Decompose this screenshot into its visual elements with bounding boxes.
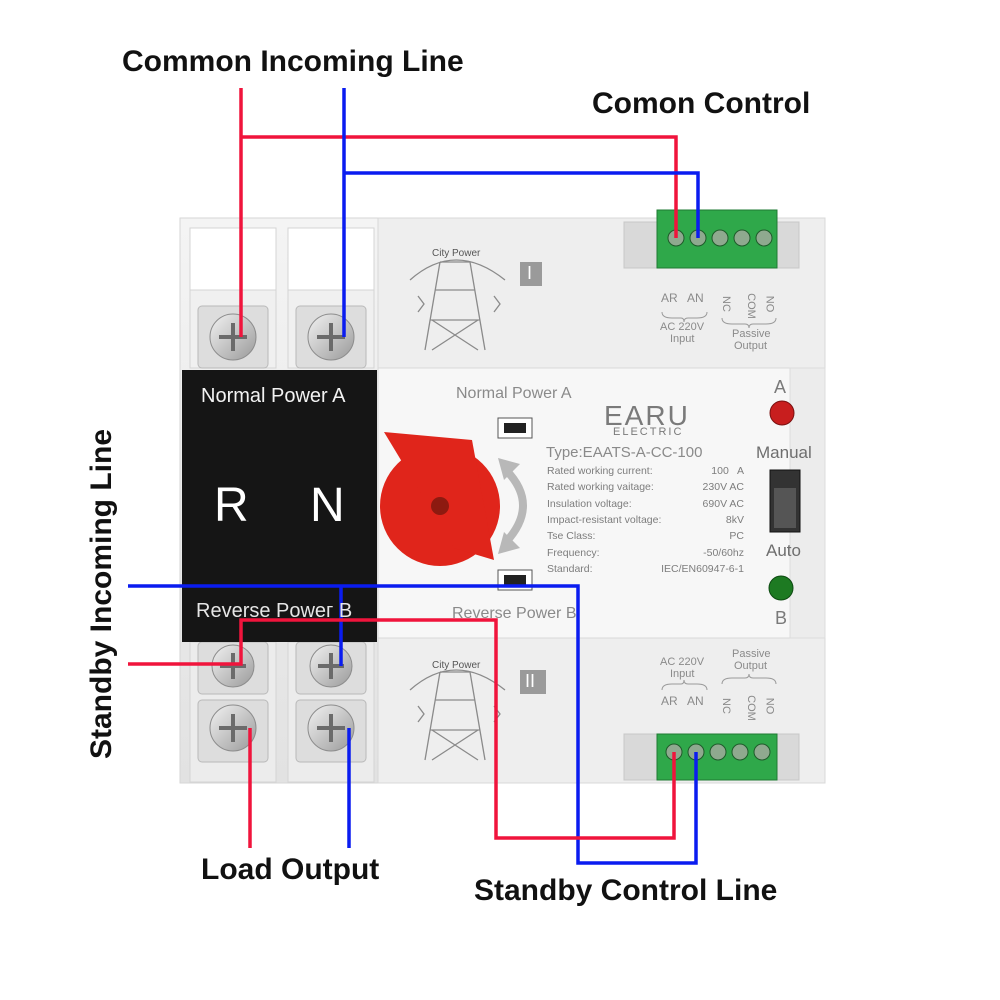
- bottom-input-voltage-label: AC 220V: [660, 656, 705, 668]
- screw-bottom-r-lower: [197, 699, 269, 763]
- spec-value: 100 A: [711, 465, 744, 477]
- switch-window-bottom-inner: [504, 575, 526, 585]
- screw-top-n: [295, 305, 367, 369]
- common-incoming-live-wire: [239, 88, 678, 337]
- load-output-label: Load Output: [201, 853, 380, 886]
- brand-subtitle: ELECTRIC: [613, 426, 684, 438]
- standby-incoming-neutral-wire: [128, 584, 698, 865]
- bottom-terminal-ar-label: AR: [661, 694, 678, 708]
- spec-label: Tse Class:: [547, 530, 596, 543]
- bottom-terminal-nc-label: NC: [719, 698, 732, 714]
- bottom-terminal-an-label: AN: [687, 694, 704, 708]
- screw-top-r: [197, 305, 269, 369]
- panel-normal-power-label: Normal Power A: [201, 385, 346, 407]
- phase-n-label: N: [310, 479, 345, 532]
- bottom-output-label: Output: [734, 660, 768, 672]
- top-terminal-an-label: AN: [687, 291, 704, 305]
- manual-mode-label: Manual: [756, 443, 812, 462]
- rotation-arrow-icon: [498, 458, 527, 554]
- spec-value: IEC/EN60947-6-1: [661, 562, 744, 575]
- top-output-label: Output: [734, 340, 768, 352]
- roman-numeral-box-top: [520, 262, 542, 286]
- switch-window-top-inner: [504, 423, 526, 433]
- spec-label: Frequency:: [547, 546, 600, 559]
- reverse-power-b-label: Reverse Power B: [452, 605, 577, 622]
- standby-incoming-line-label: Standby Incoming Line: [85, 429, 118, 760]
- top-input-voltage-label: AC 220V: [660, 321, 705, 333]
- spec-label: Insulation voltage:: [547, 497, 632, 510]
- input-bracket-top: [661, 311, 708, 323]
- common-incoming-neutral-wire: [342, 88, 700, 337]
- spec-value: 8kV: [725, 513, 744, 526]
- mode-slider[interactable]: [769, 469, 801, 533]
- screw-bottom-n-upper: [295, 641, 367, 695]
- output-bracket-bottom: [721, 673, 777, 685]
- indicator-b-label: B: [775, 608, 788, 628]
- normal-power-a-label: Normal Power A: [456, 385, 572, 402]
- top-passive-label: Passive: [732, 328, 771, 340]
- standby-incoming-live-wire: [128, 618, 676, 840]
- roman-numeral-top: I: [527, 263, 533, 283]
- rotary-handle[interactable]: [380, 432, 500, 566]
- common-control-label: Comon Control: [592, 87, 811, 120]
- common-incoming-line-label: Common Incoming Line: [122, 45, 464, 78]
- power-tower-icon-top: [409, 259, 506, 351]
- spec-value: PC: [729, 530, 744, 543]
- top-terminal-no-label: NO: [763, 295, 776, 313]
- bottom-input-word-label: Input: [670, 668, 695, 680]
- bottom-passive-label: Passive: [732, 648, 771, 660]
- top-terminal-nc-label: NC: [719, 296, 732, 312]
- bottom-terminal-com-label: COM: [744, 695, 757, 721]
- spec-value: -50/60hz: [703, 546, 744, 559]
- spec-label: Rated working current:: [547, 465, 653, 477]
- output-bracket-top: [721, 317, 777, 329]
- input-bracket-bottom: [661, 679, 708, 691]
- brand-logo: EARU: [604, 400, 690, 431]
- black-front-panel: [182, 370, 377, 642]
- indicator-led-b: [768, 575, 794, 601]
- terminal-cap-n: [287, 227, 375, 291]
- city-power-bottom-label: City Power: [432, 660, 481, 671]
- city-power-top-label: City Power: [432, 248, 481, 259]
- screw-bottom-n-lower: [295, 699, 367, 763]
- panel-reverse-power-label: Reverse Poweг B: [196, 600, 353, 622]
- spec-label: Impact-resistant voltage:: [547, 513, 662, 526]
- bottom-terminal-no-label: NO: [763, 697, 776, 715]
- spec-value: 230V AC: [702, 481, 744, 494]
- standby-control-line-label: Standby Control Line: [474, 874, 778, 907]
- phase-r-label: R: [214, 479, 249, 532]
- spec-label: Standard:: [547, 562, 593, 575]
- terminal-cap-r: [189, 227, 277, 291]
- top-input-word-label: Input: [670, 333, 695, 345]
- roman-numeral-box-bottom: [520, 670, 546, 694]
- roman-numeral-bottom: II: [525, 671, 536, 691]
- indicator-a-label: A: [774, 377, 787, 397]
- screw-bottom-r-upper: [197, 641, 269, 695]
- top-terminal-com-label: COM: [744, 293, 757, 319]
- spec-label: Rated working vaitage:: [547, 481, 654, 494]
- top-terminal-ar-label: AR: [661, 291, 678, 305]
- spec-value: 690V AC: [702, 497, 744, 510]
- bottom-control-terminal-block: [656, 733, 778, 781]
- indicator-led-a: [769, 400, 795, 426]
- auto-mode-label: Auto: [766, 541, 801, 560]
- type-label: Type:EAATS-A-CC-100: [546, 444, 703, 461]
